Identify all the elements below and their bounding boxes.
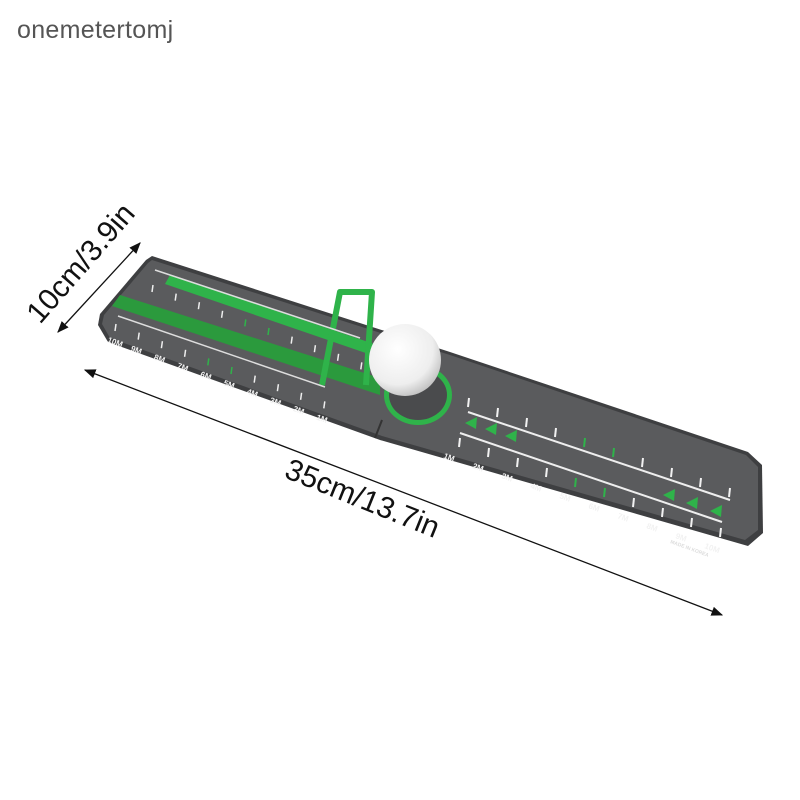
aim-arrow-icon <box>686 497 698 509</box>
left-scale-label: 8M <box>153 353 167 365</box>
guide-line <box>117 315 326 388</box>
scale-tick <box>114 323 117 332</box>
aim-arrow-icon <box>505 430 517 442</box>
scale-tick <box>612 447 615 458</box>
left-scale-label: 4M <box>246 387 260 399</box>
scale-tick <box>458 437 461 448</box>
alignment-gate <box>319 289 375 386</box>
right-scale-label: 2M <box>471 461 485 473</box>
scale-tick <box>603 487 606 498</box>
right-scale-label: 4M <box>529 481 543 493</box>
scale-tick <box>641 457 644 468</box>
aim-arrow-icon <box>485 423 497 435</box>
scale-tick <box>253 375 256 383</box>
left-scale-label: 7M <box>176 361 190 373</box>
scale-tick <box>554 427 557 438</box>
scale-tick <box>632 497 635 508</box>
scale-tick <box>323 401 326 409</box>
scale-tick <box>583 437 586 448</box>
scale-tick <box>230 366 233 375</box>
putting-board: 10M9M8M7M6M5M4M3M2M1M1M2M3M4M5M6M7M8M9M1… <box>98 256 763 559</box>
guide-line <box>459 432 723 523</box>
right-scale-label: 1M <box>442 451 456 463</box>
scale-tick <box>220 310 224 318</box>
scale-tick <box>690 517 693 528</box>
aim-arrow-icon <box>710 505 722 517</box>
scale-tick <box>487 447 490 458</box>
left-scale-label: 2M <box>292 404 306 416</box>
scale-tick <box>336 353 340 361</box>
scale-tick <box>699 477 702 488</box>
golf-ball <box>369 324 441 396</box>
scale-tick <box>267 327 270 336</box>
left-scale-label: 6M <box>199 370 213 382</box>
scale-tick <box>313 345 317 353</box>
scale-tick <box>545 467 548 478</box>
left-scale-label: 3M <box>269 396 283 408</box>
scale-tick <box>207 358 210 366</box>
width-dimension-line <box>57 242 141 333</box>
scale-tick <box>719 527 722 538</box>
scale-tick <box>525 417 528 428</box>
scale-tick <box>160 341 164 349</box>
scale-tick <box>183 349 187 357</box>
length-dimension-line <box>83 369 724 616</box>
scale-tick <box>728 487 731 498</box>
right-scale-label: 7M <box>616 511 630 523</box>
left-scale-label: 1M <box>315 413 329 425</box>
left-scale-label: 5M <box>222 378 236 390</box>
right-scale-label: 5M <box>558 491 572 503</box>
scale-tick <box>516 457 519 468</box>
right-scale-label: 8M <box>645 521 659 533</box>
guide-line <box>154 269 361 339</box>
watermark: onemetertomj <box>17 16 174 44</box>
scale-tick <box>574 477 577 488</box>
scale-tick <box>137 332 140 340</box>
guide-line <box>467 411 731 501</box>
scale-tick <box>197 302 201 310</box>
scale-tick <box>670 467 673 478</box>
scale-tick <box>360 362 363 370</box>
scale-tick <box>496 407 499 418</box>
scale-tick <box>151 284 154 293</box>
aim-arrow-icon <box>663 489 675 501</box>
right-scale-label: 3M <box>500 471 514 483</box>
scale-tick <box>276 384 280 392</box>
scale-tick <box>661 507 664 518</box>
left-scale-label: 9M <box>130 344 144 356</box>
scale-tick <box>299 392 303 400</box>
right-scale-label: 6M <box>587 501 601 513</box>
scale-tick <box>467 397 470 408</box>
scale-tick <box>290 336 293 344</box>
scale-tick <box>244 319 247 327</box>
scale-tick <box>174 293 177 301</box>
right-scale-label: 9M <box>674 531 688 543</box>
aim-arrow-icon <box>465 417 477 429</box>
